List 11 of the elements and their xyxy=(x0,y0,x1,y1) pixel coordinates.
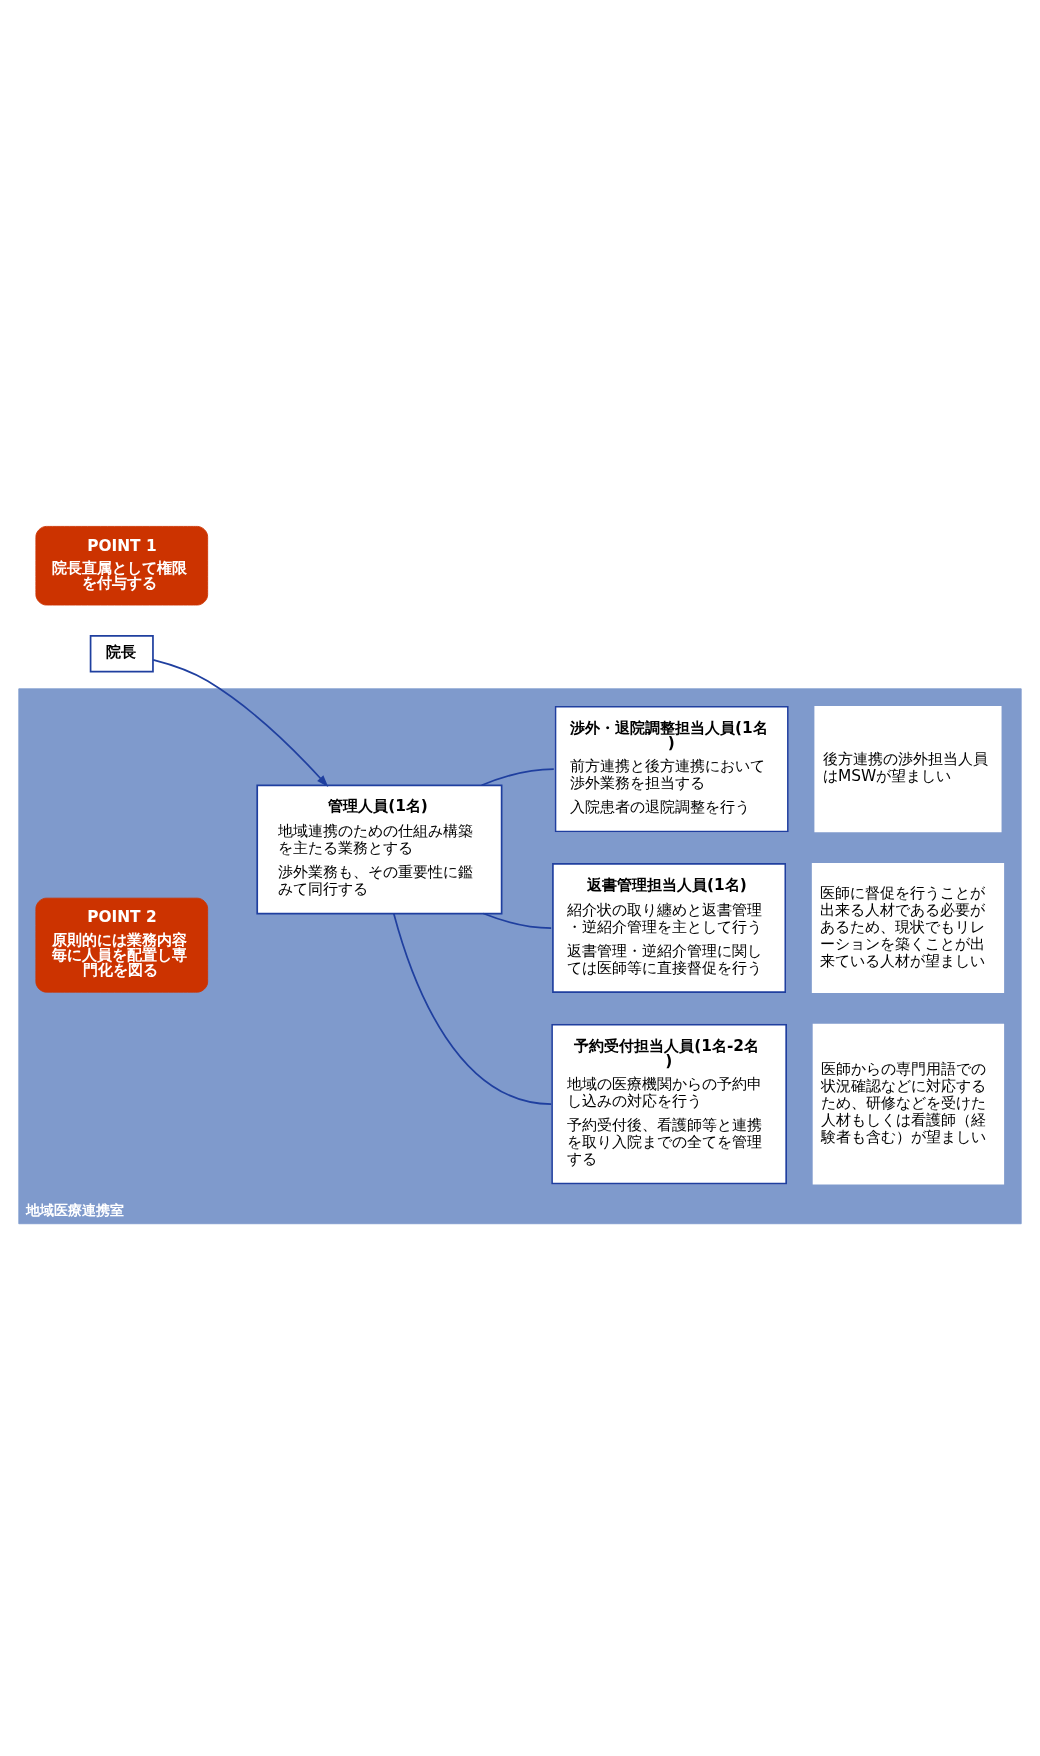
connector xyxy=(480,767,555,786)
node-label: 医師に督促を行うことが出来る人材である必要があるため、現状でもリレーションを築くことが出来ている人材が望ましい xyxy=(820,883,986,970)
connector xyxy=(482,912,553,929)
node-box: POINT 2 原則的には業務内容毎に人員を配置し専門化を図る xyxy=(35,897,209,993)
connector xyxy=(392,912,553,1105)
node-label: 後方連携の渉外担当人員はMSWが望ましい xyxy=(822,749,988,785)
arrow xyxy=(152,658,329,787)
node-box: POINT 1 院長直属として権限を付与する xyxy=(35,525,209,605)
node-box: 管理人員(1名) 地域連携のための仕組み構築を主たる業務とする 渉外業務も、その重要性に鑑みて同行する xyxy=(256,784,503,914)
node-label: 医師からの専門用語での状況確認などに対応するため、研修などを受けた人材もしくは看護師（経験者も含む）が望ましい xyxy=(821,1059,987,1146)
node-box: 院長 xyxy=(89,634,154,673)
